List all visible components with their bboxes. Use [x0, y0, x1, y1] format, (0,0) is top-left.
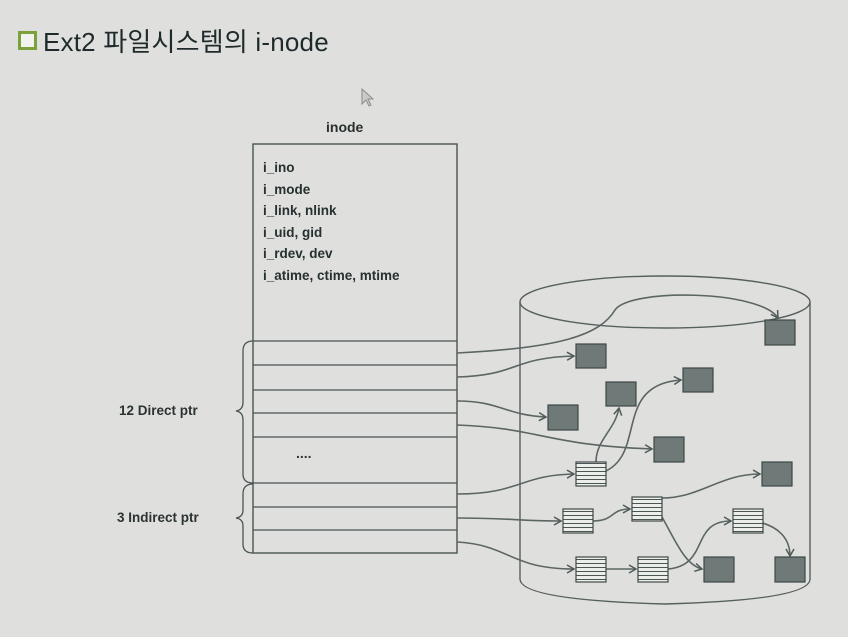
inode-fields: i_ino i_mode i_link, nlink i_uid, gid i_…: [263, 157, 400, 286]
data-block: [764, 319, 796, 346]
data-block: [703, 556, 735, 583]
ptr-arrow: [456, 516, 563, 526]
index-block: [562, 508, 594, 534]
ptr-arrow: [456, 294, 779, 354]
data-block: [774, 556, 806, 583]
index-block: [575, 556, 607, 583]
slide-title-text: Ext2 파일시스템의 i-node: [43, 27, 329, 57]
inode-label: inode: [326, 119, 364, 135]
slide-title: Ext2 파일시스템의 i-node: [18, 22, 329, 59]
inode-field: i_link, nlink: [263, 203, 337, 218]
index-arrow: [661, 516, 704, 573]
inode-table: [252, 143, 458, 554]
data-block: [547, 404, 579, 431]
data-block: [761, 461, 793, 487]
data-block: [653, 436, 685, 463]
inode-field: i_uid, gid: [263, 224, 323, 240]
index-arrow: [595, 406, 623, 463]
ptr-arrow: [456, 351, 576, 378]
index-arrow: [592, 504, 632, 522]
ptr-arrow: [456, 424, 654, 454]
inode-field: i_mode: [263, 181, 311, 197]
direct-brace: [235, 340, 254, 484]
inode-field: i_ino: [263, 160, 295, 175]
checkbox-bullet-icon: [18, 31, 37, 50]
mouse-cursor-icon: [361, 88, 374, 107]
index-arrow: [667, 516, 733, 570]
index-arrow: [597, 375, 683, 475]
indirect-ptr-label: 3 Indirect ptr: [117, 510, 199, 525]
indirect-brace: [235, 483, 254, 554]
index-arrow: [661, 469, 762, 499]
ellipsis-row: ....: [296, 445, 312, 461]
disk-cylinder: [519, 275, 811, 605]
inode-field: i_atime, ctime, mtime: [263, 267, 400, 283]
ptr-arrow: [456, 541, 576, 574]
index-block: [637, 556, 669, 583]
index-block: [732, 508, 764, 534]
index-block: [575, 461, 607, 487]
ptr-arrow: [456, 400, 548, 422]
direct-ptr-label: 12 Direct ptr: [119, 403, 198, 418]
data-block: [605, 381, 637, 407]
data-block: [682, 367, 714, 393]
data-block: [575, 343, 607, 369]
inode-field: i_rdev, dev: [263, 246, 333, 261]
index-block: [631, 496, 663, 522]
ptr-arrow: [456, 469, 576, 495]
